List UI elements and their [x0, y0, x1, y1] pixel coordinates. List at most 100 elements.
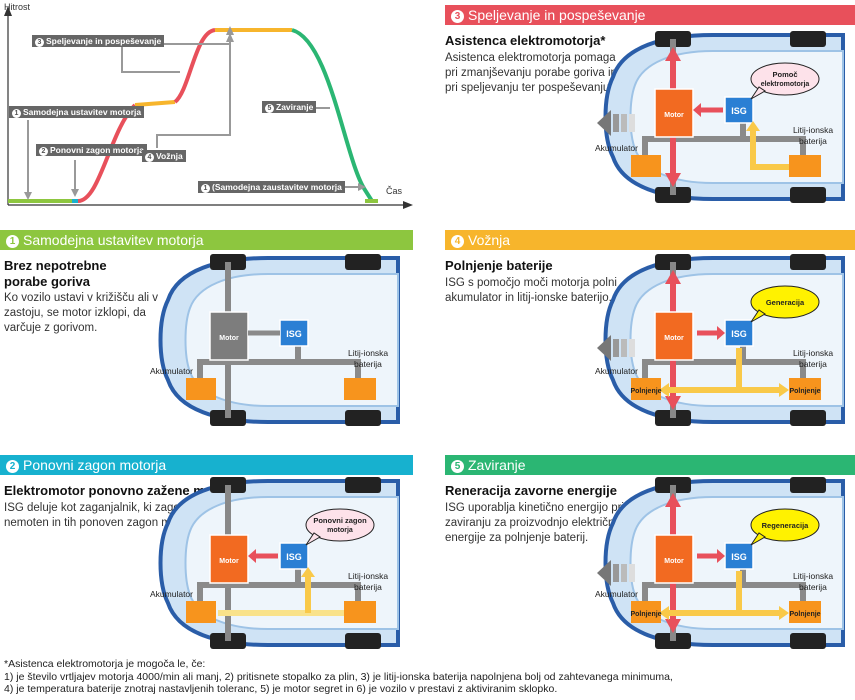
panel-heading: Reneracija zavorne energije: [445, 483, 617, 498]
svg-text:elektromotorja: elektromotorja: [761, 81, 810, 88]
motor-block: [654, 88, 694, 138]
svg-text:Ponovni zagon: Ponovni zagon: [313, 516, 367, 525]
panel-title: Vožnja: [468, 232, 511, 248]
svg-text:Polnjenje: Polnjenje: [789, 611, 820, 618]
akumulator-block: [186, 378, 216, 400]
svg-text:Motor: Motor: [664, 335, 684, 342]
y-axis-arrow: [4, 6, 12, 16]
akumulator-block: [631, 601, 661, 623]
motor-block: [209, 534, 249, 584]
svg-text:Akumulator: Akumulator: [595, 143, 638, 153]
wheel: [790, 477, 826, 493]
motor-block: [654, 534, 694, 584]
akumulator-block: [631, 378, 661, 400]
lithium-battery-block: [789, 601, 821, 623]
svg-text:Generacija: Generacija: [766, 298, 805, 307]
isg-block: [724, 542, 754, 570]
svg-text:baterija: baterija: [799, 359, 827, 369]
svg-text:baterija: baterija: [799, 582, 827, 592]
wheel: [790, 187, 826, 203]
panel-title: Ponovni zagon motorja: [23, 457, 167, 473]
svg-text:Akumulator: Akumulator: [150, 589, 193, 599]
panel-number: 1: [6, 235, 19, 248]
svg-text:Akumulator: Akumulator: [150, 366, 193, 376]
svg-text:Motor: Motor: [219, 335, 239, 342]
wheel: [790, 31, 826, 47]
curve-accel-2: [173, 28, 216, 104]
speech-bubble: [750, 62, 820, 96]
footnote: *Asistenca elektromotorja je mogoča le, …: [4, 658, 673, 695]
svg-text:Polnjenje: Polnjenje: [630, 388, 661, 395]
panel-heading: Asistenca elektromotorja*: [445, 33, 606, 48]
x-axis-arrow: [403, 201, 413, 209]
y-axis-label: Hitrost: [4, 2, 31, 12]
panel-auto-stop: 1 Samodejna ustavitev motorja Brez nepotr…: [0, 230, 413, 440]
svg-text:Polnjenje: Polnjenje: [630, 611, 661, 618]
svg-text:baterija: baterija: [354, 582, 382, 592]
svg-text:Motor: Motor: [664, 558, 684, 565]
curve-cruise-1: [134, 100, 176, 107]
pointer-arrowheads: [24, 26, 366, 200]
panel-number: 2: [6, 460, 19, 473]
wheel: [345, 254, 381, 270]
direction-arrow: [597, 335, 635, 361]
lithium-battery-block: [344, 378, 376, 400]
direction-arrow: [597, 560, 635, 586]
motor-block: [209, 311, 249, 361]
lithium-battery-block: [344, 601, 376, 623]
speech-bubble: [750, 508, 820, 542]
svg-text:motorja: motorja: [327, 527, 353, 534]
svg-text:Litij-ionska: Litij-ionska: [793, 125, 833, 135]
svg-text:ISG: ISG: [286, 552, 302, 562]
speech-bubble: [305, 508, 375, 542]
svg-text:Akumulator: Akumulator: [595, 589, 638, 599]
panel-heading: Polnjenje baterije: [445, 258, 553, 273]
svg-text:Akumulator: Akumulator: [595, 366, 638, 376]
panel-title-bar: 2 Ponovni zagon motorja: [0, 455, 413, 475]
wheel: [790, 410, 826, 426]
wheel: [345, 477, 381, 493]
svg-text:Litij-ionska: Litij-ionska: [348, 571, 388, 581]
wheel: [790, 633, 826, 649]
svg-text:ISG: ISG: [731, 552, 747, 562]
panel-title: Speljevanje in pospeševanje: [468, 7, 646, 23]
isg-block: [279, 542, 309, 570]
panel-driving: 4 Vožnja Polnjenje baterije ISG s pomočjo…: [445, 230, 855, 440]
direction-arrow: [597, 110, 635, 136]
curve-braking: [291, 28, 374, 203]
svg-text:Motor: Motor: [664, 112, 684, 119]
lithium-battery-block: [789, 378, 821, 400]
akumulator-block: [186, 601, 216, 623]
x-axis-label: Čas: [386, 186, 403, 196]
svg-text:Litij-ionska: Litij-ionska: [348, 348, 388, 358]
panel-title: Samodejna ustavitev motorja: [23, 232, 204, 248]
svg-text:ISG: ISG: [731, 106, 747, 116]
isg-block: [724, 319, 754, 347]
wheel: [790, 254, 826, 270]
speed-curve-chart: [4, 6, 413, 209]
isg-block: [724, 96, 754, 124]
panel-heading: Elektromotor ponovno zažene motor: [4, 483, 231, 498]
panel-number: 4: [451, 235, 464, 248]
svg-text:Pomoč: Pomoč: [772, 70, 797, 79]
panel-title-bar: 1 Samodejna ustavitev motorja: [0, 230, 413, 250]
isg-block: [279, 319, 309, 347]
